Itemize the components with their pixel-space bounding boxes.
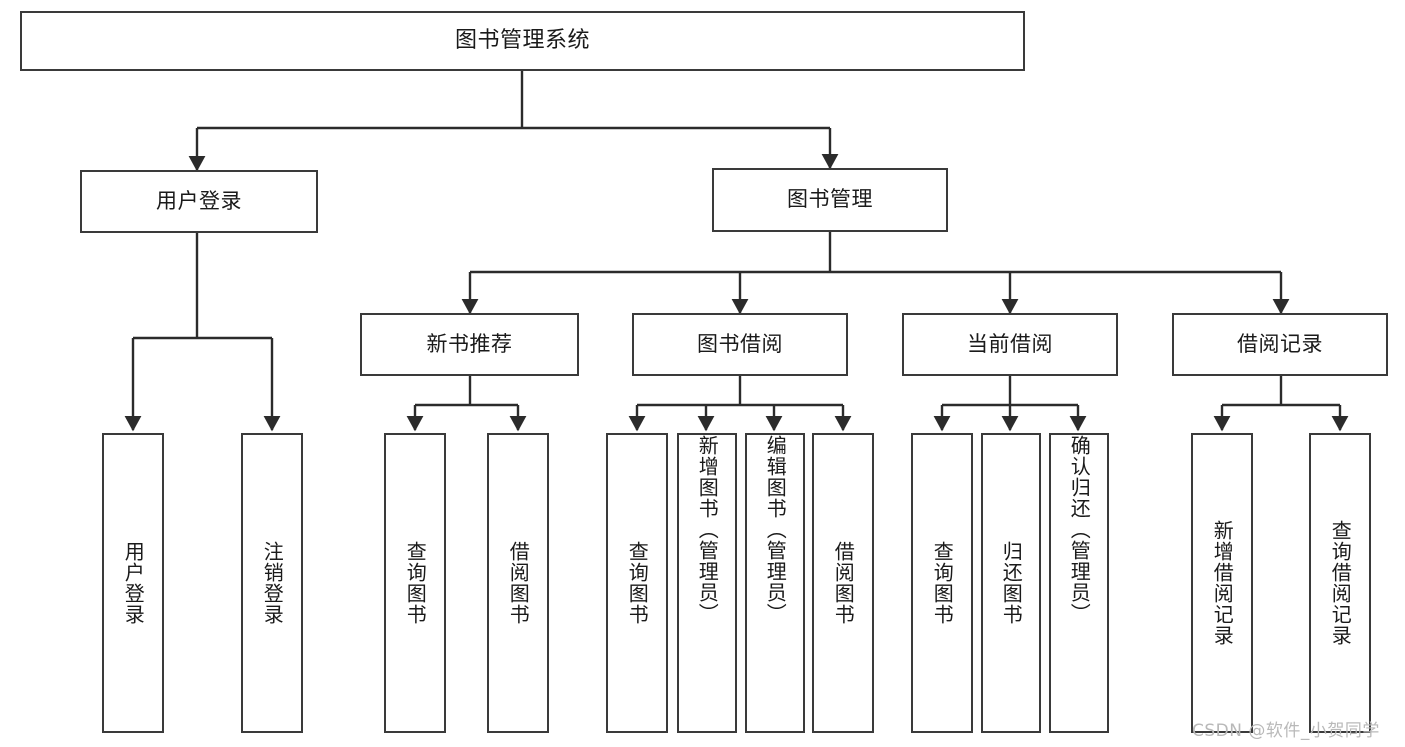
leaf-current-borrow-confirm-return[interactable]: 确认归还（管理员） (1049, 433, 1109, 733)
leaf-label: 归还图书 (999, 541, 1024, 625)
node-user-login-label: 用户登录 (156, 188, 242, 213)
csdn-watermark: CSDN @软件_小贺同学 (1192, 721, 1380, 741)
leaf-borrow-record-add-record[interactable]: 新增借阅记录 (1191, 433, 1253, 733)
leaf-new-book-query-book[interactable]: 查询图书 (384, 433, 446, 733)
leaf-label: 查询图书 (403, 541, 428, 625)
node-root[interactable]: 图书管理系统 (20, 11, 1025, 71)
leaf-label: 查询图书 (930, 541, 955, 625)
leaf-current-borrow-return-book[interactable]: 归还图书 (981, 433, 1041, 733)
leaf-label: 借阅图书 (506, 541, 531, 625)
node-borrow-record-label: 借阅记录 (1237, 331, 1323, 356)
leaf-label: 新增借阅记录 (1210, 520, 1235, 646)
node-current-borrow[interactable]: 当前借阅 (902, 313, 1118, 376)
node-current-borrow-label: 当前借阅 (967, 331, 1053, 356)
node-new-book-recommend[interactable]: 新书推荐 (360, 313, 579, 376)
node-book-manage-label: 图书管理 (787, 187, 873, 212)
leaf-current-borrow-query-book[interactable]: 查询图书 (911, 433, 973, 733)
leaf-label: 编辑图书（管理员） (763, 435, 788, 624)
node-user-login[interactable]: 用户登录 (80, 170, 318, 233)
leaf-book-borrow-edit-book[interactable]: 编辑图书（管理员） (745, 433, 805, 733)
leaf-label: 查询借阅记录 (1328, 520, 1353, 646)
node-root-label: 图书管理系统 (454, 27, 590, 53)
node-book-borrow[interactable]: 图书借阅 (632, 313, 848, 376)
leaf-user-login-login[interactable]: 用户登录 (102, 433, 164, 733)
node-book-borrow-label: 图书借阅 (697, 331, 783, 356)
leaf-label: 注销登录 (260, 541, 285, 625)
leaf-book-borrow-add-book[interactable]: 新增图书（管理员） (677, 433, 737, 733)
leaf-label: 查询图书 (625, 541, 650, 625)
leaf-user-login-logout[interactable]: 注销登录 (241, 433, 303, 733)
leaf-label: 用户登录 (121, 541, 146, 625)
leaf-label: 新增图书（管理员） (695, 435, 720, 624)
node-book-manage[interactable]: 图书管理 (712, 168, 948, 232)
leaf-book-borrow-query-book[interactable]: 查询图书 (606, 433, 668, 733)
node-borrow-record[interactable]: 借阅记录 (1172, 313, 1388, 376)
node-new-book-recommend-label: 新书推荐 (426, 331, 513, 356)
leaf-borrow-record-query-record[interactable]: 查询借阅记录 (1309, 433, 1371, 733)
leaf-new-book-borrow-book[interactable]: 借阅图书 (487, 433, 549, 733)
leaf-book-borrow-borrow-book[interactable]: 借阅图书 (812, 433, 874, 733)
leaf-label: 借阅图书 (831, 541, 856, 625)
leaf-label: 确认归还（管理员） (1067, 435, 1092, 624)
